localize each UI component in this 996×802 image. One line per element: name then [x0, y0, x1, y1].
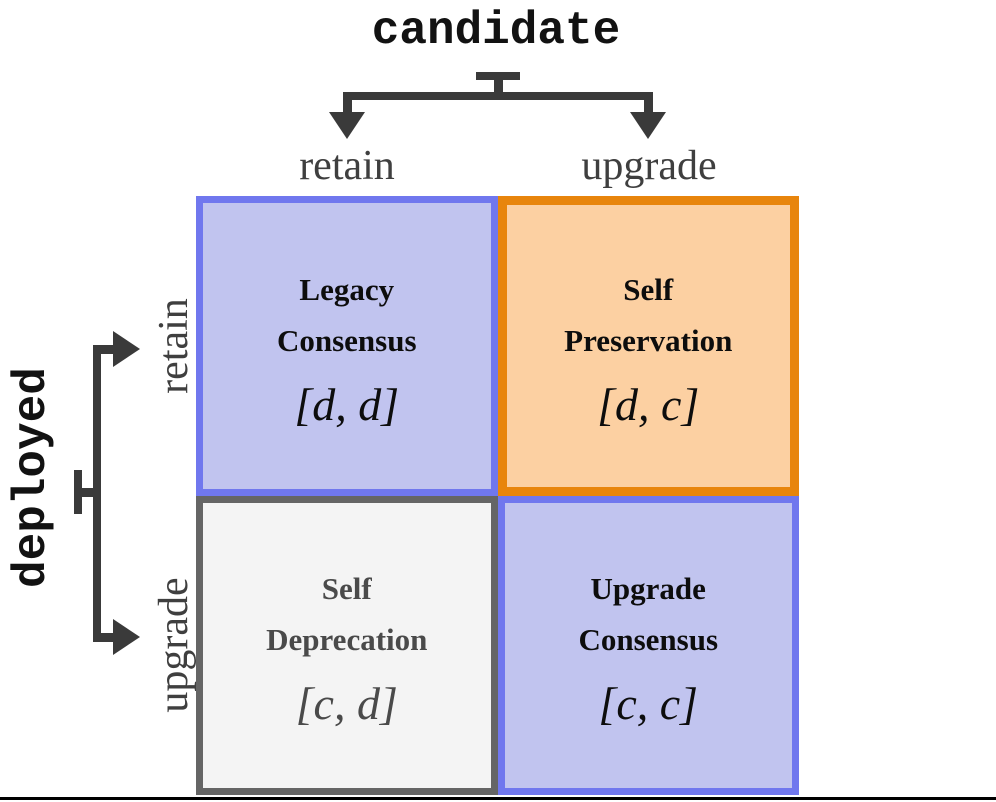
payoff-cell-name: Self Deprecation [266, 563, 427, 665]
payoff-cell-value: [c, d] [295, 678, 398, 730]
arrow-right-bottom-icon [113, 619, 140, 655]
payoff-grid: Legacy Consensus [d, d] Self Preservatio… [196, 196, 799, 795]
row-bracket-drop-bottom [97, 633, 117, 642]
payoff-cell-upgrade-retain[interactable]: Self Deprecation [c, d] [196, 495, 498, 795]
column-axis-title-text: candidate [371, 5, 621, 57]
row-bracket-rail [93, 345, 101, 642]
arrow-down-right-icon [630, 112, 666, 139]
column-bracket-drop-right [644, 96, 653, 116]
column-axis-title: candidate [0, 6, 996, 56]
bottom-divider [0, 797, 996, 800]
column-bracket-rail [343, 92, 653, 100]
row-tick-label-retain: retain [151, 298, 197, 394]
arrow-down-left-icon [329, 112, 365, 139]
payoff-cell-name-line2: Preservation [564, 322, 733, 358]
payoff-cell-value: [d, c] [597, 378, 700, 430]
payoff-cell-value: [d, d] [294, 378, 400, 430]
column-tick-label-upgrade: upgrade [581, 143, 717, 189]
payoff-cell-name: Self Preservation [564, 264, 732, 366]
payoff-cell-value: [c, c] [598, 678, 699, 730]
payoff-cell-name-line1: Legacy [299, 271, 395, 307]
row-bracket-cap [74, 470, 82, 514]
payoff-cell-name-line2: Consensus [578, 622, 719, 658]
column-bracket-cap [476, 72, 520, 80]
row-tick-label-upgrade: upgrade [151, 577, 197, 713]
payoff-cell-name: Upgrade Consensus [578, 563, 718, 665]
column-bracket-drop-left [343, 96, 352, 116]
payoff-cell-name: Legacy Consensus [277, 264, 417, 366]
payoff-cell-upgrade-upgrade[interactable]: Upgrade Consensus [c, c] [497, 495, 799, 795]
column-tick-label-retain: retain [299, 143, 395, 189]
row-bracket-drop-top [97, 345, 117, 354]
payoff-cell-retain-upgrade[interactable]: Self Preservation [d, c] [497, 196, 799, 496]
payoff-cell-name-line1: Self [623, 271, 674, 307]
payoff-cell-name-line2: Deprecation [266, 622, 428, 658]
column-bracket-stem [494, 78, 503, 95]
payoff-cell-name-line2: Consensus [276, 322, 417, 358]
arrow-right-top-icon [113, 331, 140, 367]
row-axis-title: deployed [6, 367, 58, 588]
payoff-cell-retain-retain[interactable]: Legacy Consensus [d, d] [196, 196, 498, 496]
row-bracket-stem [80, 488, 97, 497]
payoff-cell-name-line1: Self [321, 571, 372, 607]
payoff-cell-name-line1: Upgrade [590, 571, 706, 607]
